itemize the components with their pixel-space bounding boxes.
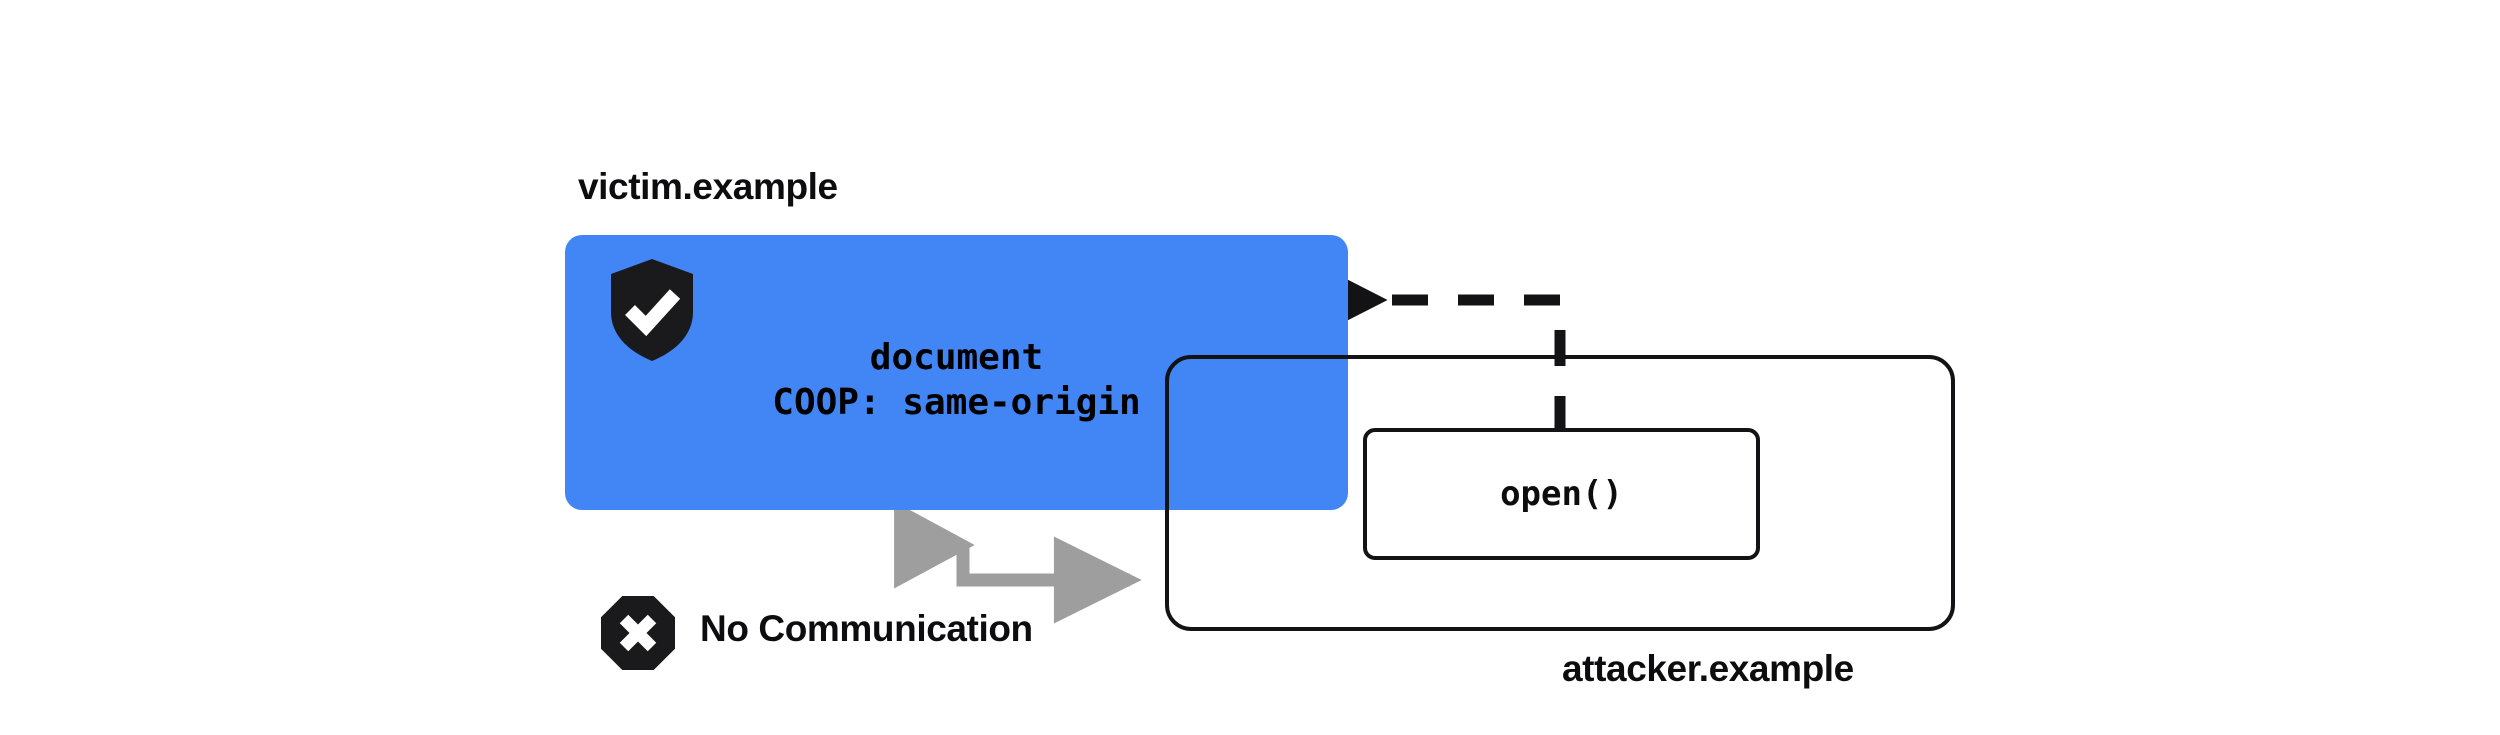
x-octagon-icon <box>601 596 675 670</box>
no-communication-arrows <box>894 501 1142 624</box>
shield-check-icon <box>611 259 693 361</box>
open-call-label: open() <box>1500 474 1623 514</box>
victim-document-box: document COOP: same-origin <box>565 235 1348 510</box>
attacker-origin-container <box>1165 355 1955 631</box>
no-communication-label: No Communication <box>700 608 1033 649</box>
document-label: document <box>869 337 1044 379</box>
open-dashed-connector <box>1282 246 1566 432</box>
attacker-origin-label: attacker.example <box>1562 648 1854 689</box>
coop-header-label: COOP: same-origin <box>772 381 1141 423</box>
victim-origin-label: victim.example <box>578 166 838 207</box>
open-call-box: open() <box>1363 428 1760 560</box>
victim-document-text: document COOP: same-origin <box>565 235 1348 510</box>
